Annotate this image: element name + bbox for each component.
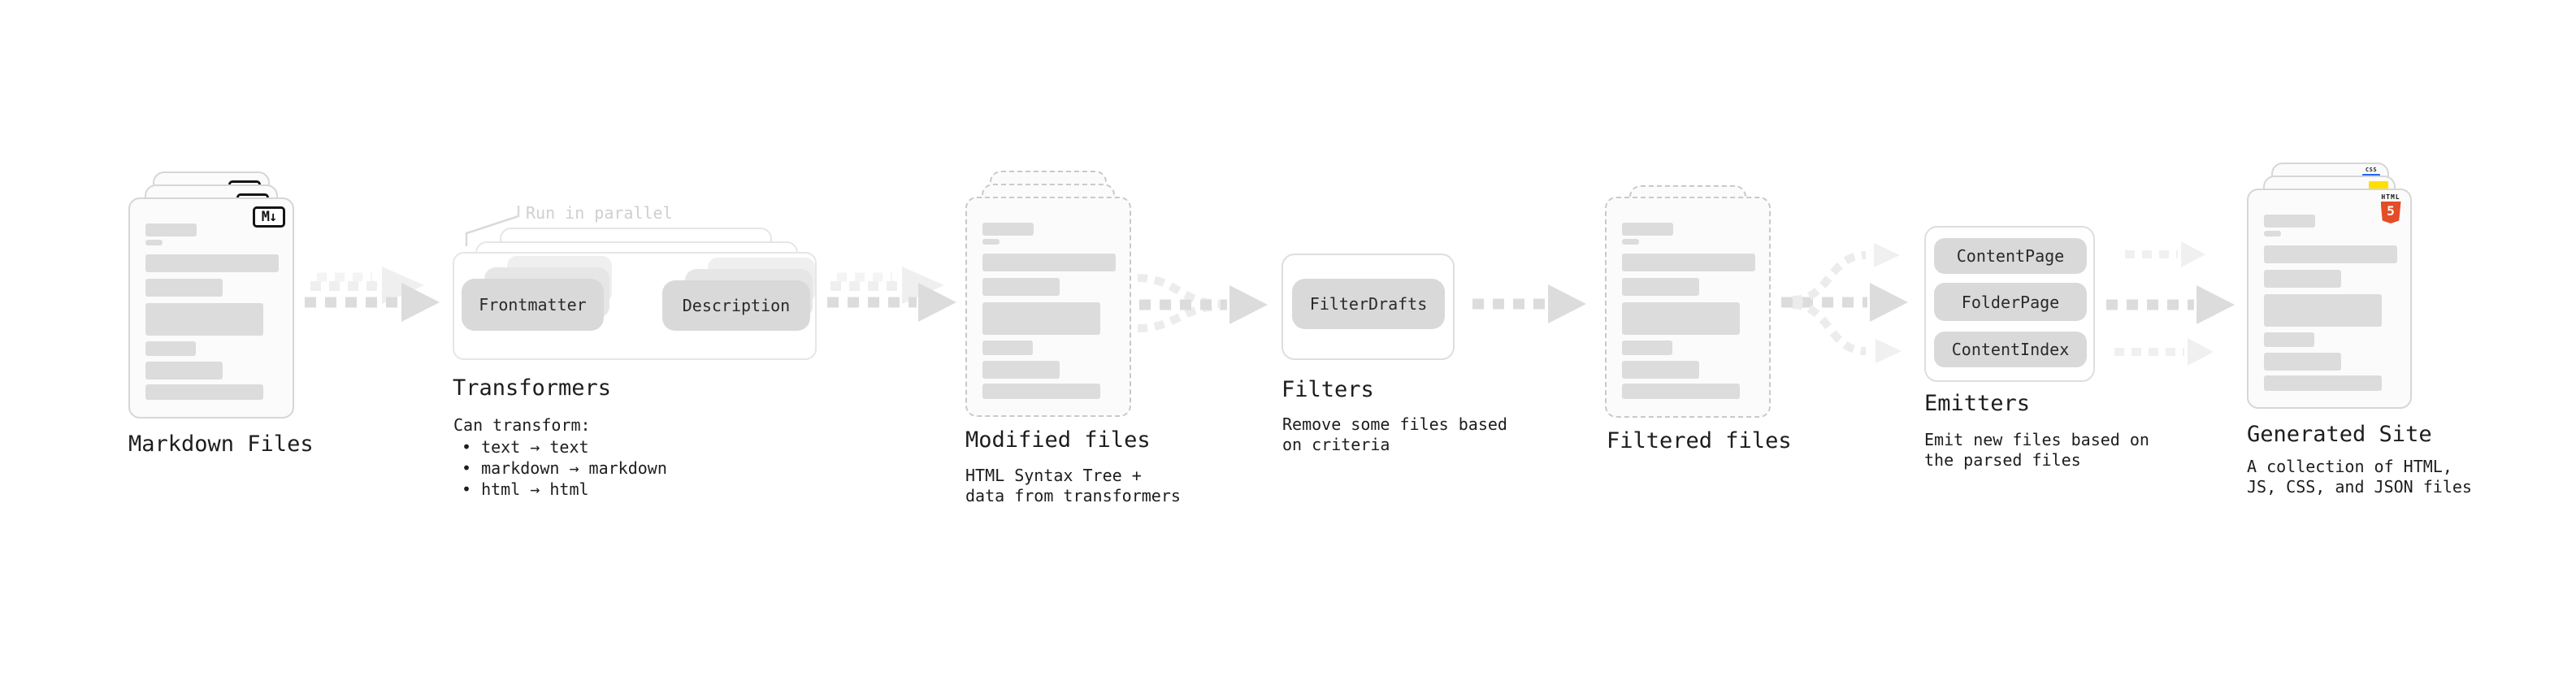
placeholder-bar (145, 279, 223, 297)
placeholder-bar (982, 278, 1060, 296)
html5-icon-shield: 5 (2380, 202, 2401, 223)
html5-icon-number: 5 (2387, 203, 2395, 219)
placeholder-bar (1622, 278, 1699, 296)
transformers-description-title: Can transform: (453, 415, 591, 435)
sublabel-line: Emit new files based on (1924, 430, 2149, 449)
stage-label-generated-site: Generated Site (2247, 422, 2432, 447)
file-card-front (965, 197, 1131, 417)
css-icon-label: CSS (2365, 167, 2378, 173)
sublabel-line: on criteria (1282, 435, 1390, 454)
sublabel-line: HTML Syntax Tree + (965, 466, 1142, 485)
stage-label-emitters: Emitters (1924, 391, 2031, 416)
stage-label-filters: Filters (1281, 377, 1374, 402)
emitters-sublabel: Emit new files based on the parsed files (1924, 430, 2149, 471)
placeholder-bar (145, 384, 263, 400)
file-card-front: HTML 5 (2247, 189, 2412, 409)
placeholder-bar (1622, 384, 1740, 399)
file-card-front (1605, 197, 1771, 418)
generated-site-sublabel: A collection of HTML, JS, CSS, and JSON … (2247, 457, 2472, 497)
stage-label-transformers: Transformers (453, 375, 612, 401)
markdown-icon: M↓ (253, 206, 285, 228)
description-pill: Description (662, 280, 810, 331)
flow-arrow-markdown-to-transformers (305, 267, 440, 322)
placeholder-bar (982, 239, 1000, 245)
placeholder-bar (982, 384, 1100, 399)
sublabel-line: JS, CSS, and JSON files (2247, 477, 2472, 497)
stage-label-filtered-files: Filtered files (1607, 428, 1792, 453)
placeholder-bar (145, 240, 163, 245)
filters-sublabel: Remove some files based on criteria (1282, 414, 1507, 455)
flow-arrow-modified-to-filters (1137, 274, 1268, 332)
placeholder-bar (982, 223, 1034, 236)
sublabel-line: Remove some files based (1282, 414, 1507, 434)
placeholder-bar (1622, 223, 1673, 236)
placeholder-bar (1622, 239, 1639, 245)
bullet-item: • html → html (462, 479, 589, 499)
placeholder-bar (2264, 245, 2397, 263)
stage-label-modified-files: Modified files (965, 427, 1151, 453)
html5-icon-word: HTML (2381, 193, 2400, 201)
bullet-item: • text → text (462, 437, 589, 457)
sublabel-line: data from transformers (965, 486, 1181, 505)
placeholder-bar (2264, 270, 2341, 288)
bullet-item: • markdown → markdown (462, 458, 667, 478)
placeholder-bar (982, 302, 1100, 335)
contentpage-pill: ContentPage (1934, 238, 2087, 274)
sublabel-line: A collection of HTML, (2247, 457, 2452, 476)
stage-label-markdown-files: Markdown Files (128, 432, 314, 457)
folderpage-pill: FolderPage (1934, 283, 2087, 321)
placeholder-bar (145, 341, 196, 356)
placeholder-bar (982, 340, 1033, 355)
placeholder-bar (2264, 215, 2315, 228)
run-in-parallel-note: Run in parallel (526, 203, 673, 223)
placeholder-bar (145, 223, 197, 236)
placeholder-bar (2264, 375, 2382, 391)
placeholder-bar (1622, 254, 1755, 271)
modified-files-sublabel: HTML Syntax Tree + data from transformer… (965, 466, 1181, 506)
placeholder-bar (2264, 294, 2382, 327)
flow-arrow-filtered-to-emitters (1781, 243, 1908, 363)
sublabel-line: the parsed files (1924, 450, 2081, 470)
file-card-front: M↓ (128, 197, 294, 419)
filterdrafts-pill: FilterDrafts (1292, 279, 1445, 329)
flow-arrow-transformers-to-modified (827, 267, 956, 322)
placeholder-bar (145, 254, 279, 272)
frontmatter-pill: Frontmatter (462, 279, 604, 331)
placeholder-bar (1622, 340, 1672, 355)
placeholder-bar (145, 362, 223, 380)
placeholder-bar (982, 361, 1060, 379)
placeholder-bar (2264, 332, 2314, 347)
flow-arrow-filters-to-filtered (1472, 284, 1586, 323)
placeholder-bar (2264, 231, 2281, 236)
placeholder-bar (2264, 353, 2341, 371)
placeholder-bar (1622, 302, 1740, 335)
html5-icon: HTML 5 (2380, 193, 2401, 223)
placeholder-bar (1622, 361, 1699, 379)
flow-arrow-emitters-to-generated (2106, 241, 2235, 366)
placeholder-bar (145, 303, 263, 336)
transformers-bullet-list: • text → text • markdown → markdown • ht… (453, 436, 667, 500)
placeholder-bar (982, 254, 1116, 271)
contentindex-pill: ContentIndex (1934, 332, 2087, 367)
